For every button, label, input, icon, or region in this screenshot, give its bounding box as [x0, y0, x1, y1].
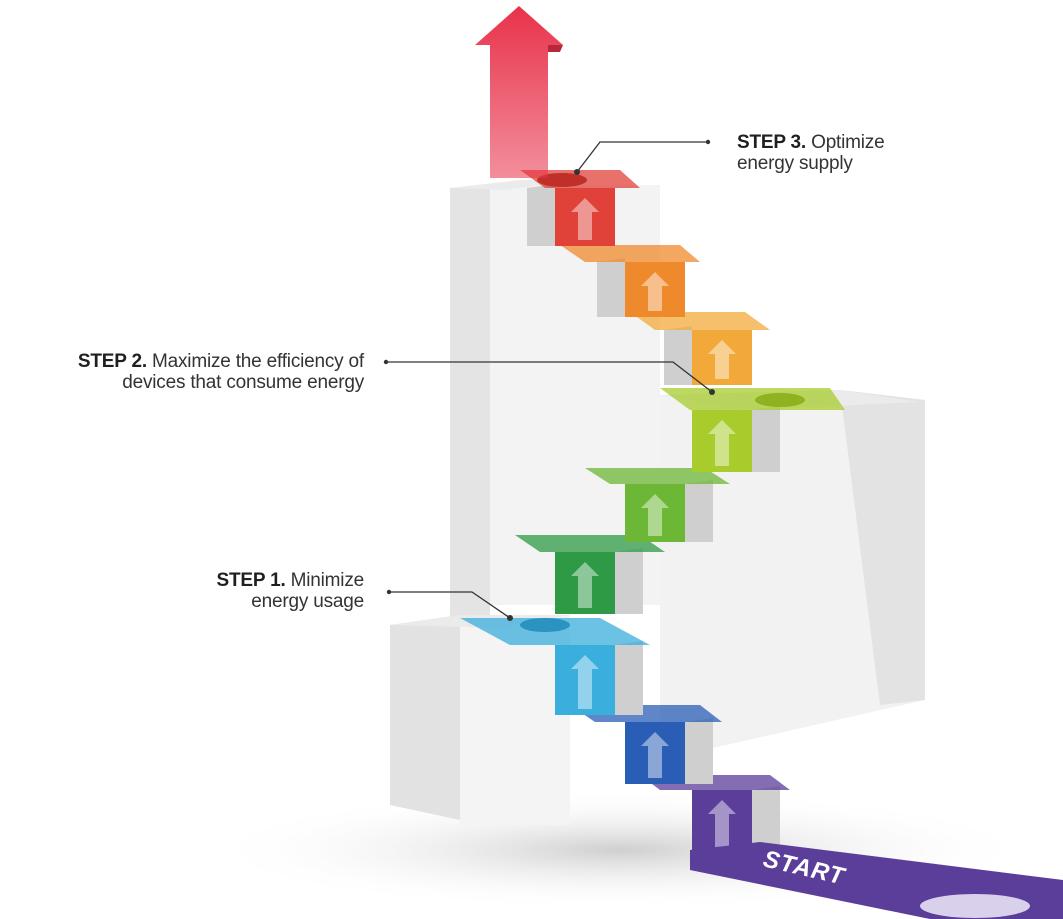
up-arrow-icon: [641, 494, 669, 536]
up-arrow-icon: [571, 655, 599, 709]
up-arrow-icon: [708, 800, 736, 852]
step2-label: STEP 2. Maximize the efficiency of devic…: [8, 351, 364, 393]
step3-line1: Optimize: [811, 132, 885, 153]
step-marker-hole: [755, 393, 805, 407]
step3-line2: energy supply: [737, 153, 853, 174]
step1-label: STEP 1. Minimize energy usage: [100, 570, 365, 612]
up-arrow-icon: [708, 420, 736, 466]
stair-step: [660, 388, 845, 472]
front-left-block: [390, 615, 570, 825]
step1-line1: Minimize: [290, 570, 365, 591]
stair-step: [460, 618, 650, 715]
leader-lines: [383, 139, 715, 621]
step3-prefix: STEP 3.: [737, 132, 807, 153]
stair-step: [560, 245, 700, 317]
staircase: [460, 170, 845, 858]
up-arrow-icon: [571, 198, 599, 240]
step3-label: STEP 3. Optimize energy supply: [737, 132, 885, 174]
step-marker-hole: [520, 618, 570, 632]
leader-step3: [576, 141, 708, 173]
up-arrow-icon: [571, 562, 599, 608]
stair-step: [570, 705, 722, 784]
step1-prefix: STEP 1.: [216, 570, 286, 591]
step2-line1: Maximize the efficiency of: [152, 351, 364, 372]
step1-line2: energy usage: [251, 591, 364, 612]
step-marker-hole: [537, 173, 587, 187]
step2-prefix: STEP 2.: [77, 351, 147, 372]
stair-step: [520, 170, 640, 246]
leader-step2: [386, 361, 713, 393]
stair-step: [585, 468, 730, 542]
stair-step: [630, 312, 770, 385]
red-arrow-icon: [475, 6, 563, 178]
up-arrow-icon: [641, 732, 669, 778]
up-arrow-icon: [641, 272, 669, 311]
step2-line2: devices that consume energy: [122, 372, 364, 393]
leader-step1: [389, 591, 511, 619]
up-arrow-icon: [708, 340, 736, 379]
start-path: START: [690, 842, 1063, 919]
